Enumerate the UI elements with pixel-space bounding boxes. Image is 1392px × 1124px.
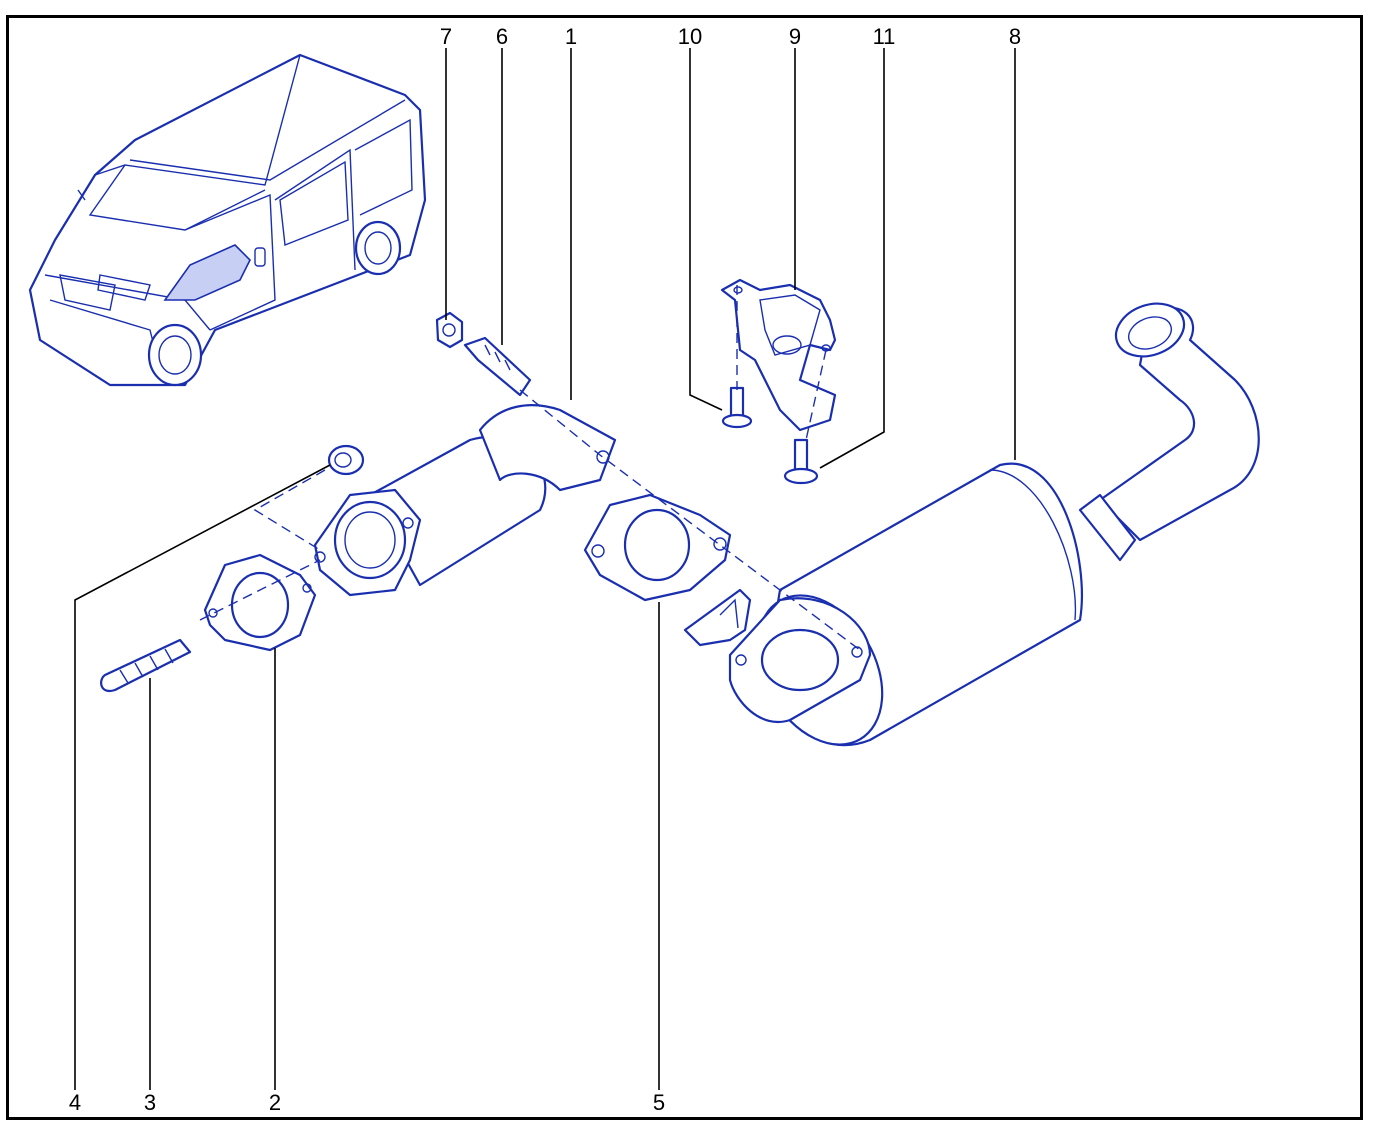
callout-10: 10 xyxy=(678,24,702,49)
part-10-bolt xyxy=(721,386,753,429)
callout-2: 2 xyxy=(269,1090,281,1115)
part-2-gasket xyxy=(203,553,317,652)
part-9-bracket xyxy=(720,278,837,432)
callout-11: 11 xyxy=(873,24,896,49)
callout-3: 3 xyxy=(144,1090,156,1115)
part-4-nut xyxy=(327,444,365,476)
callout-5: 5 xyxy=(653,1090,665,1115)
part-7-nut xyxy=(435,311,464,349)
callout-7: 7 xyxy=(440,24,452,49)
callout-4: 4 xyxy=(69,1090,81,1115)
van-illustration xyxy=(28,53,427,387)
callout-1: 1 xyxy=(565,24,577,49)
part-1-front-pipe xyxy=(313,404,617,597)
callout-9: 9 xyxy=(789,24,801,49)
part-11-bolt xyxy=(783,438,819,485)
assembly-lines xyxy=(199,285,861,651)
callout-8: 8 xyxy=(1009,24,1021,49)
part-3-stud xyxy=(100,638,192,693)
callout-labels: 7 6 1 10 9 11 8 4 3 2 5 xyxy=(69,24,1021,1115)
part-5-gasket xyxy=(583,493,732,602)
part-6-sensor xyxy=(463,336,532,397)
leader-lines xyxy=(74,48,1016,1090)
callout-6: 6 xyxy=(496,24,508,49)
part-8-silencer xyxy=(683,302,1260,747)
